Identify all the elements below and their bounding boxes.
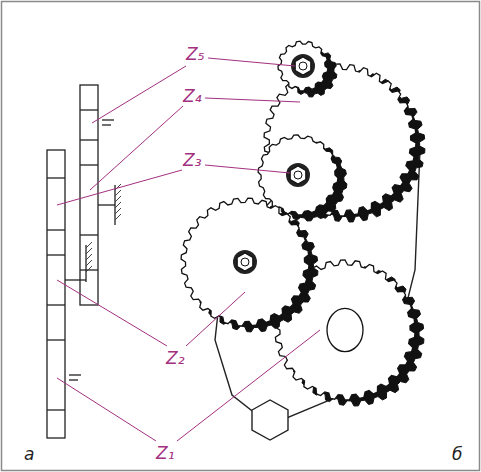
gear-face (258, 135, 338, 215)
gear-label: Z₃ (183, 152, 201, 169)
gear-label: Z₅ (186, 46, 204, 63)
gear (278, 41, 337, 97)
leader-lines (57, 58, 320, 441)
gear-label: Z₂ (166, 350, 184, 367)
hex-nut (252, 400, 288, 440)
nut-washer (233, 250, 257, 274)
bolt-end (294, 171, 302, 179)
gear-label: Z₁ (156, 445, 174, 462)
kinematic-scheme (47, 85, 115, 438)
gears (181, 41, 425, 406)
gear-bore (327, 308, 363, 351)
gear-face (278, 41, 328, 91)
bolt-end (241, 258, 249, 266)
gear-label: Z₄ (183, 88, 201, 105)
hex-nut (290, 166, 306, 184)
bolt-end (299, 62, 307, 70)
nut-washer (286, 163, 310, 187)
panel-letter: б (452, 446, 462, 463)
gear (181, 198, 318, 332)
hex-nut (237, 253, 253, 271)
panel-letter: а (24, 446, 34, 463)
hex-nut (295, 57, 311, 75)
support-hatching (86, 184, 121, 272)
gear-face (181, 198, 309, 326)
